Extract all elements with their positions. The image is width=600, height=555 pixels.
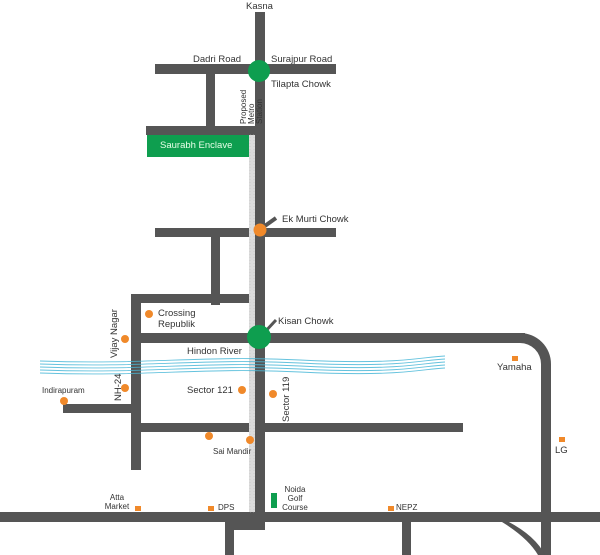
hindon-river bbox=[39, 355, 446, 375]
dadri-surajpur-road bbox=[155, 64, 336, 74]
kisan-road-curve bbox=[520, 333, 551, 555]
ek-murti-chowk-marker bbox=[253, 223, 267, 237]
saurabh-enclave-block bbox=[147, 135, 249, 157]
label-tilapta-chowk: Tilapta Chowk bbox=[271, 79, 331, 90]
saurabh-road bbox=[146, 126, 258, 135]
label-surajpur-road: Surajpur Road bbox=[271, 54, 333, 65]
label-sector-119: Sector 119 bbox=[281, 376, 292, 422]
label-indirapuram: Indirapuram bbox=[42, 386, 85, 395]
bottom-road-vertical-1 bbox=[225, 520, 234, 555]
label-hindon-river: Hindon River bbox=[187, 346, 242, 357]
poi-squares bbox=[135, 356, 565, 511]
ek-murti-road bbox=[155, 228, 336, 237]
roads bbox=[0, 12, 600, 555]
golf-course-marker bbox=[271, 493, 277, 508]
link-road bbox=[206, 64, 215, 130]
label-ek-murti-chowk: Ek Murti Chowk bbox=[282, 214, 349, 225]
bottom-road bbox=[0, 512, 600, 522]
sector-121-dot bbox=[238, 386, 246, 394]
label-noida-golf-course: Noida Golf Course bbox=[282, 485, 308, 512]
label-sai-mandir: Sai Mandir bbox=[213, 447, 252, 456]
tilapta-chowk-marker bbox=[248, 60, 270, 82]
bottom-junction bbox=[225, 520, 265, 530]
vijay-nagar-dot bbox=[121, 335, 129, 343]
main-road-vertical bbox=[255, 12, 265, 522]
label-saurabh-enclave: Saurabh Enclave bbox=[160, 140, 233, 151]
label-kisan-chowk: Kisan Chowk bbox=[278, 316, 334, 327]
label-atta-market: Atta Market bbox=[104, 493, 130, 511]
poi-dots bbox=[60, 310, 277, 444]
sector-road bbox=[137, 423, 463, 432]
crossing-republik-dot bbox=[145, 310, 153, 318]
indirapuram-dot bbox=[60, 397, 68, 405]
nh24-road bbox=[131, 294, 141, 470]
label-vijay-nagar: Vijay Nagar bbox=[109, 309, 120, 358]
nepz-square bbox=[388, 506, 394, 511]
bottom-curve bbox=[502, 520, 545, 555]
label-nh24: NH-24 bbox=[113, 373, 124, 401]
label-crossing-republik: Crossing Republik bbox=[158, 308, 196, 330]
label-dadri-road: Dadri Road bbox=[193, 54, 242, 65]
label-sector-121: Sector 121 bbox=[187, 385, 233, 396]
dps-square bbox=[208, 506, 214, 511]
label-kasna: Kasna bbox=[246, 1, 273, 12]
inner-road-vertical bbox=[211, 228, 220, 305]
label-lg: LG bbox=[555, 445, 568, 456]
lg-square bbox=[559, 437, 565, 442]
atta-market-square bbox=[135, 506, 141, 511]
kisan-chowk-marker bbox=[247, 325, 271, 349]
sai-mandir-dot-2 bbox=[246, 436, 254, 444]
sector-119-dot bbox=[269, 390, 277, 398]
sai-mandir-dot-1 bbox=[205, 432, 213, 440]
label-nepz: NEPZ bbox=[396, 503, 418, 512]
kisan-road bbox=[137, 333, 525, 343]
metro-line bbox=[249, 134, 255, 513]
label-dps: DPS bbox=[218, 503, 235, 512]
bottom-road-vertical-2 bbox=[402, 520, 411, 555]
yamaha-square bbox=[512, 356, 518, 361]
crossing-road bbox=[133, 294, 255, 303]
nh24-dot bbox=[121, 384, 129, 392]
label-metro-station: Proposed Metro Station bbox=[239, 89, 264, 124]
indirapuram-road bbox=[63, 404, 138, 413]
label-yamaha: Yamaha bbox=[497, 362, 532, 373]
